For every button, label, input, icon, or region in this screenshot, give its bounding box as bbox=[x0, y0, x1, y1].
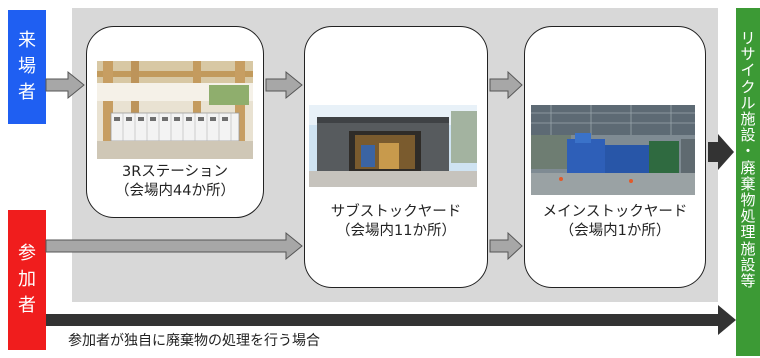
participants-char-1: 参 bbox=[18, 243, 36, 264]
sub-stockyard-card: サブストックヤード （会場内11か所） bbox=[304, 26, 488, 288]
visitors-char-3: 者 bbox=[18, 82, 36, 103]
facility-char: リ bbox=[740, 29, 756, 47]
facility-label: リ サ イ ク ル 施 設 ・ 廃 棄 物 処 理 施 設 等 bbox=[736, 8, 760, 356]
main-stockyard-card: メインストックヤード （会場内1か所） bbox=[524, 26, 706, 288]
main-stockyard-title: メインストックヤード bbox=[542, 204, 688, 220]
visitors-char-2: 場 bbox=[18, 56, 36, 77]
arrow-visitors-to-3r bbox=[45, 70, 85, 100]
main-stockyard-caption: メインストックヤード （会場内1か所） bbox=[525, 203, 705, 241]
arrow-participants-to-sub bbox=[45, 231, 303, 261]
main-stockyard-count: （会場内1か所） bbox=[559, 223, 671, 239]
sub-stockyard-photo bbox=[309, 105, 477, 187]
facility-char: 廃 bbox=[740, 158, 756, 177]
visitors-label: 来 場 者 bbox=[8, 10, 46, 124]
arrow-participants-direct bbox=[46, 305, 736, 335]
station-3r-title: 3Rステーション bbox=[121, 164, 228, 180]
facility-char: サ bbox=[740, 45, 756, 64]
sub-stockyard-count: （会場内11か所） bbox=[336, 223, 456, 239]
main-stockyard-photo bbox=[531, 105, 695, 195]
station-3r-count: （会場内44か所） bbox=[115, 183, 235, 199]
facility-char: 設 bbox=[740, 126, 756, 145]
facility-char: 施 bbox=[740, 239, 756, 258]
facility-char: 物 bbox=[740, 191, 756, 210]
facility-char: 施 bbox=[740, 110, 756, 129]
arrow-3r-to-sub bbox=[265, 70, 303, 100]
participants-label: 参 加 者 bbox=[8, 210, 46, 350]
facility-char: 理 bbox=[740, 223, 756, 242]
arrow-sub-to-main-lower bbox=[489, 231, 523, 261]
participants-char-3: 者 bbox=[18, 295, 36, 316]
facility-char: ル bbox=[740, 93, 756, 112]
station-3r-card: 3Rステーション （会場内44か所） bbox=[86, 26, 264, 218]
facility-char: イ bbox=[740, 61, 756, 80]
station-3r-caption: 3Rステーション （会場内44か所） bbox=[87, 163, 263, 201]
sub-stockyard-caption: サブストックヤード （会場内11か所） bbox=[305, 203, 487, 241]
facility-char: 設 bbox=[740, 255, 756, 274]
facility-char: 処 bbox=[740, 207, 756, 226]
station-3r-photo bbox=[97, 61, 253, 159]
facility-char: ・ bbox=[740, 142, 756, 161]
arrow-sub-to-main-upper bbox=[489, 70, 523, 100]
facility-char: ク bbox=[740, 77, 756, 96]
sub-stockyard-title: サブストックヤード bbox=[330, 204, 462, 220]
arrow-main-to-facility bbox=[708, 134, 734, 170]
direct-disposal-note: 参加者が独自に廃棄物の処理を行う場合 bbox=[68, 333, 320, 349]
participants-char-2: 加 bbox=[18, 269, 36, 290]
facility-char: 等 bbox=[740, 272, 756, 291]
visitors-char-1: 来 bbox=[18, 30, 36, 51]
facility-char: 棄 bbox=[740, 174, 756, 193]
